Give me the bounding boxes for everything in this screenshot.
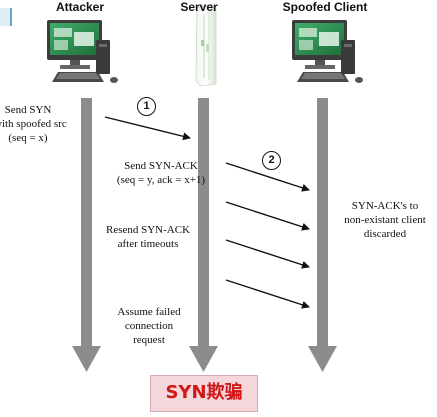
attacker-timeline-arrow <box>72 98 101 372</box>
synack-arrow-4 <box>225 279 310 309</box>
synack-arrow-1 <box>225 162 310 192</box>
assume-label-line-3: request <box>133 334 165 346</box>
attacker-label-line-3: (seq = x) <box>8 132 48 144</box>
server-timeline-arrow <box>189 98 218 372</box>
attacker-computer-icon <box>47 20 118 83</box>
assume-label-line-1: Assume failed <box>117 306 181 318</box>
synack-label-line-1: Send SYN-ACK <box>124 160 198 172</box>
client-computer-icon <box>292 20 363 83</box>
client-label-line-2: non-existant client <box>344 214 426 226</box>
client-timeline-arrow <box>308 98 337 372</box>
syn-arrow <box>104 116 191 141</box>
server-synack-label: Send SYN-ACK (seq = y, ack = x+1) <box>100 159 222 187</box>
assume-label-line-2: connection <box>124 320 174 332</box>
client-discarded-label: SYN-ACK's to non-existant client discard… <box>333 199 437 241</box>
client-label-line-1: SYN-ACK's to <box>351 200 419 212</box>
step-1-badge: 1 <box>137 97 156 116</box>
synack-label-line-2: (seq = y, ack = x+1) <box>116 174 206 186</box>
resend-label-line-2: after timeouts <box>117 238 179 250</box>
attacker-label-line-1: Send SYN <box>4 104 52 116</box>
synack-arrow-3 <box>225 239 310 269</box>
syn-spoofing-title: SYN欺骗 <box>150 375 258 412</box>
synack-arrow-2 <box>225 201 310 231</box>
server-header: Server <box>180 0 218 14</box>
server-tower-icon <box>195 3 217 87</box>
step-2-badge: 2 <box>262 151 281 170</box>
attacker-syn-label: Send SYN with spoofed src (seq = x) <box>0 103 67 145</box>
client-header: Spoofed Client <box>282 0 368 14</box>
server-assume-label: Assume failed connection request <box>106 305 192 347</box>
attacker-label-line-2: with spoofed src <box>0 118 67 130</box>
server-resend-label: Resend SYN-ACK after timeouts <box>100 223 196 251</box>
resend-label-line-1: Resend SYN-ACK <box>105 224 191 236</box>
corner-accent <box>0 8 12 26</box>
client-label-line-3: discarded <box>363 228 407 240</box>
attacker-header: Attacker <box>55 0 105 14</box>
